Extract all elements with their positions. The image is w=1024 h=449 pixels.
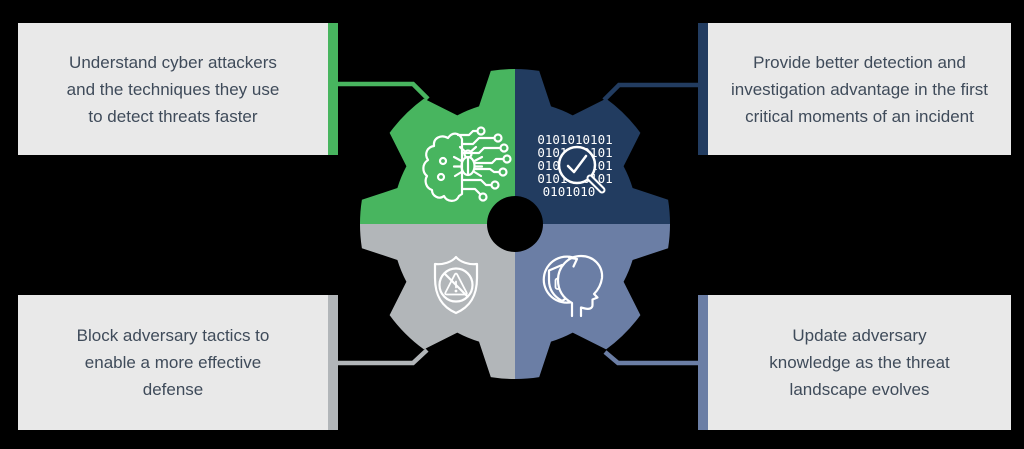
connector-bottom-right	[603, 350, 698, 366]
callout-top-left: Understand cyber attackers and the techn…	[18, 23, 328, 155]
gear-graphic: 0101010101 0101010101 0101010101 0101010…	[359, 68, 671, 380]
quadrant-bottom-right	[515, 224, 671, 380]
callout-bottom-left-text: Block adversary tactics to enable a more…	[76, 326, 270, 399]
callout-top-right: Provide better detection and investigati…	[708, 23, 1011, 155]
callout-bottom-left: Block adversary tactics to enable a more…	[18, 295, 328, 430]
checkmark	[566, 154, 588, 174]
callout-bottom-right-text: Update adversary knowledge as the threat…	[769, 326, 950, 399]
shield-block-warning-icon	[433, 255, 479, 315]
refresh-arc	[542, 255, 579, 304]
callout-bottom-right: Update adversary knowledge as the threat…	[708, 295, 1011, 430]
binary-row: 0101010	[543, 184, 596, 199]
accent-bar-top-right	[698, 23, 708, 155]
connector-top-left	[338, 81, 430, 101]
head-shield-refresh-icon	[542, 254, 604, 318]
brain-circuit-bug-icon	[422, 126, 512, 202]
connector-bottom-left	[338, 348, 429, 366]
accent-bar-top-left	[328, 23, 338, 155]
callout-top-left-text: Understand cyber attackers and the techn…	[66, 52, 280, 126]
quadrant-bottom-left	[359, 224, 515, 380]
callout-top-right-text: Provide better detection and investigati…	[730, 52, 989, 126]
accent-bar-bottom-right	[698, 295, 708, 430]
accent-bar-bottom-left	[328, 295, 338, 430]
binary-row: 0101010101	[537, 132, 612, 147]
gear-center-hole	[487, 196, 543, 252]
binary-magnifier-icon: 0101010101 0101010101 0101010101 0101010…	[537, 132, 612, 199]
refresh-arrowhead	[567, 256, 579, 268]
connector-top-right	[602, 82, 698, 102]
magnifier-handle-inner	[588, 176, 604, 192]
head-profile	[556, 254, 604, 318]
